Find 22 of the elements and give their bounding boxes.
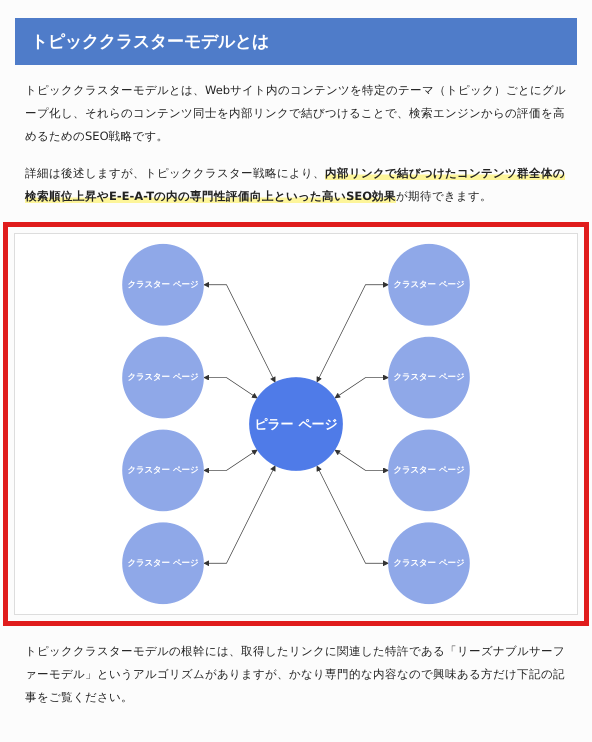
node-circle bbox=[388, 244, 470, 326]
section-heading: トピッククラスターモデルとは bbox=[15, 18, 577, 65]
node-circle bbox=[388, 522, 470, 604]
node-circle bbox=[249, 377, 343, 471]
paragraph: トピッククラスターモデルとは、Webサイト内のコンテンツを特定のテーマ（トピック）ごとにグループ化し、それらのコンテンツ同士を内部リンクで結びつけることで、検索エンジンからの評価を高めるためのSEO戦略です。 bbox=[25, 82, 567, 145]
node-circle bbox=[388, 336, 470, 418]
node-circle bbox=[122, 336, 204, 418]
arrow bbox=[204, 282, 276, 383]
arrow bbox=[204, 450, 258, 474]
node-circle bbox=[122, 244, 204, 326]
arrow bbox=[204, 374, 258, 398]
node-circle bbox=[122, 522, 204, 604]
highlight-frame: クラスター ページ クラスター ページ クラスター ページ クラスター ページ ピラー ページ クラスター ページ クラスター ページ クラスター ページ クラスター ページ bbox=[3, 222, 589, 626]
paragraph: トピッククラスターモデルの根幹には、取得したリンクに関連した特許である「リーズナブルサーファーモデル」というアルゴリズムがありますが、かなり専門的な内容なので興味ある方だけ下記の記事をご覧ください。 bbox=[25, 643, 566, 706]
arrow bbox=[334, 450, 389, 474]
paragraph: 詳細は後述しますが、トピッククラスター戦略により、内部リンクで結びつけたコンテンツ群全体の検索順位上昇やE-E-A-Tの内の専門性評価向上といった高いSEO効果が期待できます。 bbox=[25, 165, 566, 205]
node-circle bbox=[388, 430, 470, 512]
arrow bbox=[316, 282, 389, 382]
arrow bbox=[316, 466, 389, 566]
arrow bbox=[334, 374, 389, 398]
node-circle bbox=[122, 430, 204, 512]
arrow bbox=[204, 465, 276, 566]
